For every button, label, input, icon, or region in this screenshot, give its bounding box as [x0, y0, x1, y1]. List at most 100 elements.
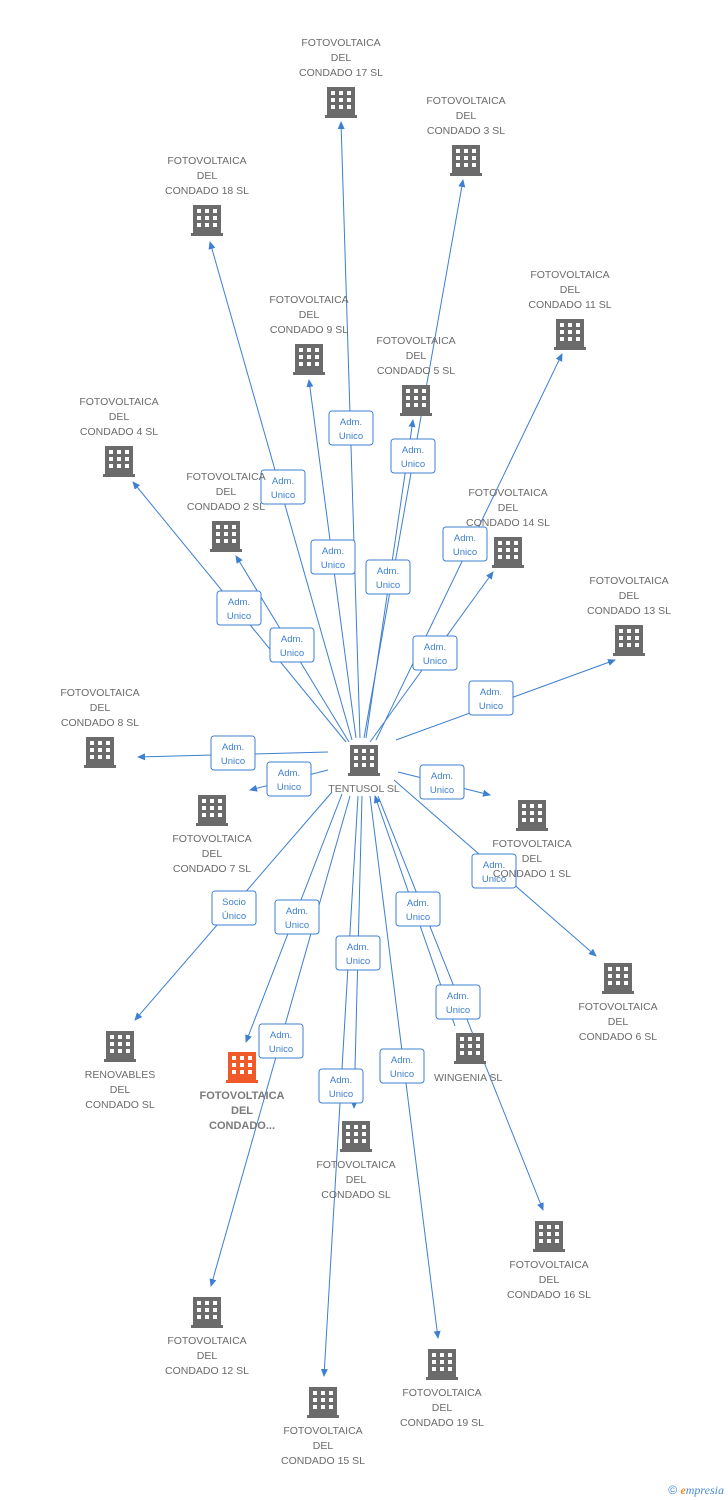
edge-label-tentusol-to-c12[interactable]: Adm.Unico — [258, 1023, 304, 1059]
node-tentusol[interactable]: TENTUSOL SL — [328, 745, 400, 795]
edge-label-line: Adm. — [402, 445, 424, 456]
node-label-line: CONDADO 7 SL — [173, 863, 251, 875]
node-label-line: DEL — [110, 1084, 131, 1096]
node-label-line: FOTOVOLTAICA — [186, 471, 265, 483]
edge-label-line: Unico — [346, 956, 370, 967]
edge-label-tentusol-to-focus[interactable]: Adm.Unico — [274, 899, 320, 935]
edge-label-line: Adm. — [228, 597, 250, 608]
edge-label-box — [260, 469, 306, 505]
edge-label-tentusol-to-cbase[interactable]: Adm.Unico — [335, 935, 381, 971]
node-label-line: FOTOVOLTAICA — [509, 1259, 588, 1271]
edge-label-box — [269, 627, 315, 663]
edge-label-tentusol-to-c9[interactable]: Adm.Unico — [310, 539, 356, 575]
edge-label-line: Adm. — [454, 533, 476, 544]
edge-label-tentusol-to-c4[interactable]: Adm.Unico — [216, 590, 262, 626]
brand-logo: empresia — [680, 1483, 724, 1497]
building-icon — [400, 385, 432, 416]
edge-label-box — [471, 853, 517, 889]
node-label-line: DEL — [197, 170, 218, 182]
node-label-line: CONDADO 5 SL — [377, 365, 455, 377]
copyright-symbol: © — [668, 1483, 678, 1497]
node-label-line: DEL — [90, 702, 111, 714]
edge-label-tentusol-to-c5[interactable]: Adm. Unico — [365, 559, 411, 595]
node-label-line: FOTOVOLTAICA — [301, 37, 380, 49]
node-label-line: CONDADO 9 SL — [270, 324, 348, 336]
edge-label-wingenia-to-tentusol[interactable]: Adm.Unico — [395, 891, 441, 927]
edge-label-box — [395, 891, 441, 927]
node-label-line: FOTOVOLTAICA — [172, 833, 251, 845]
edge-label-line: Unico — [339, 431, 363, 442]
building-icon — [103, 446, 135, 477]
edge-label-tentusol-to-c1[interactable]: Adm.Unico — [419, 764, 465, 800]
node-label-line: FOTOVOLTAICA — [60, 687, 139, 699]
node-label-line: FOTOVOLTAICA — [167, 155, 246, 167]
node-label-line: DEL — [216, 486, 237, 498]
edge-label-tentusol-to-c17[interactable]: Adm.Unico — [328, 410, 374, 446]
edge-label-box — [435, 984, 481, 1020]
node-label-line: DEL — [197, 1350, 218, 1362]
edge-label-line: Unico — [390, 1069, 414, 1080]
node-label-line: DEL — [406, 350, 427, 362]
edge-label-line: Unico — [271, 490, 295, 501]
edge-label-tentusol-to-c14[interactable]: Adm.Unico — [412, 635, 458, 671]
edge-label-line: Adm. — [483, 860, 505, 871]
edge-label-line: Adm. — [480, 687, 502, 698]
edge-label-box — [335, 935, 381, 971]
node-label-line: FOTOVOLTAICA — [402, 1387, 481, 1399]
edge-label-tentusol-to-c6[interactable]: Adm.Unico — [471, 853, 517, 889]
edge-label-box — [258, 1023, 304, 1059]
edge-label-box — [379, 1048, 425, 1084]
edge-label-tentusol-to-c3[interactable]: Adm. Unico — [390, 438, 436, 474]
building-icon — [191, 1297, 223, 1328]
edge-label-tentusol-to-c8[interactable]: Adm.Unico — [210, 735, 256, 771]
edge-label-line: Unico — [321, 560, 345, 571]
edge-label-tentusol-to-c11[interactable]: Adm.Unico — [442, 526, 488, 562]
edge-label-line: Unico — [376, 580, 400, 591]
node-label-line: DEL — [299, 309, 320, 321]
node-focus[interactable]: FOTOVOLTAICADELCONDADO... — [200, 1052, 285, 1132]
edge-label-tentusol-to-c16[interactable]: Adm.Unico — [435, 984, 481, 1020]
node-label-line: FOTOVOLTAICA — [468, 487, 547, 499]
node-label-line: FOTOVOLTAICA — [530, 269, 609, 281]
edge-label-box — [442, 526, 488, 562]
edge-label-box — [419, 764, 465, 800]
node-wingenia[interactable]: WINGENIA SL — [434, 1033, 502, 1084]
edge-label-tentusol-to-c7[interactable]: Adm.Unico — [266, 761, 312, 797]
edge-label-tentusol-to-c15[interactable]: Adm.Unico — [318, 1068, 364, 1104]
edge-label-line: Unico — [401, 459, 425, 470]
edge-label-tentusol-to-c2[interactable]: Adm.Unico — [269, 627, 315, 663]
node-label-line: FOTOVOLTAICA — [283, 1425, 362, 1437]
building-icon — [191, 205, 223, 236]
edge-label-line: Adm. — [407, 898, 429, 909]
edge-label-tentusol-to-c18[interactable]: Adm.Unico — [260, 469, 306, 505]
edge-label-line: Adm. — [377, 566, 399, 577]
node-label-line: DEL — [331, 52, 352, 64]
edge-label-tentusol-to-c19[interactable]: Adm.Unico — [379, 1048, 425, 1084]
footer-brand[interactable]: © empresia — [668, 1483, 724, 1498]
node-label-line: CONDADO 14 SL — [466, 517, 550, 529]
node-label-line: RENOVABLES — [85, 1069, 155, 1081]
edge-label-tentusol-to-c13[interactable]: Adm.Unico — [468, 680, 514, 716]
